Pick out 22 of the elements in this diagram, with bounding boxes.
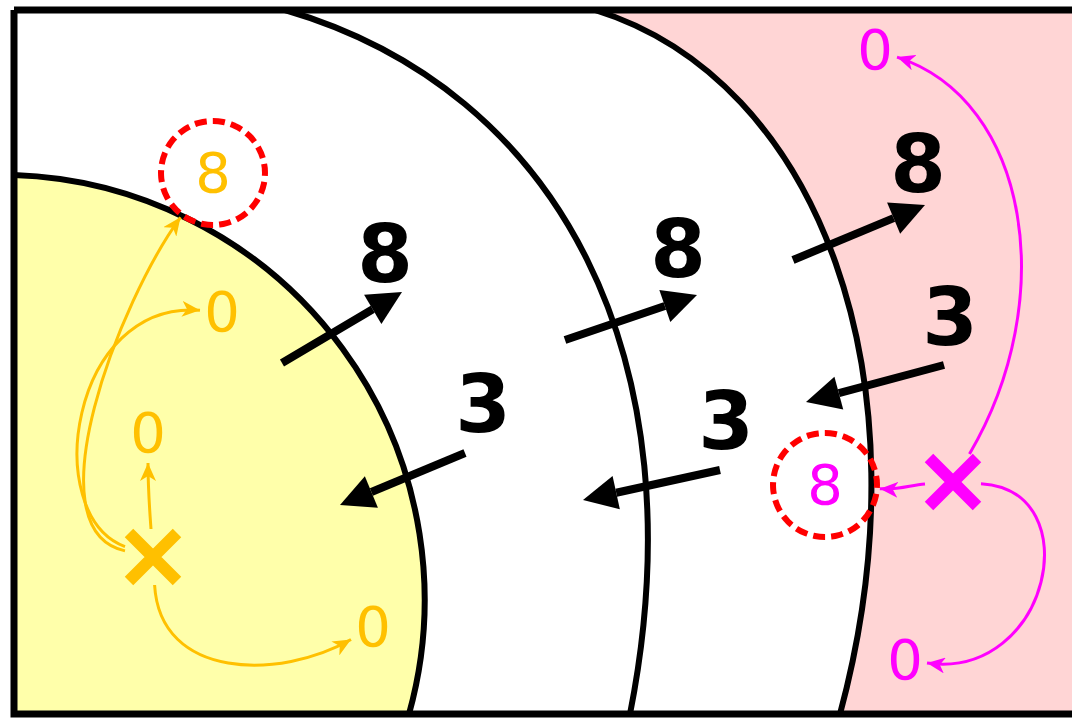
curved-arrow [927,482,1046,672]
curved-arrow [896,55,1023,455]
cross-mark [125,529,181,585]
curved-arrow [76,303,201,548]
cross-mark [925,454,981,510]
curved-arrow [140,463,157,530]
number-label: 0 [853,20,897,80]
number-label: 0 [351,597,395,657]
number-label: 3 [922,278,978,358]
number-label: 8 [890,125,946,205]
circled-number: 8 [770,430,880,540]
circled-number: 8 [158,118,268,228]
number-label: 8 [650,210,706,290]
number-label: 8 [357,215,413,295]
number-label: 3 [455,365,511,445]
number-label: 0 [200,282,244,342]
curved-arrow [879,481,926,498]
number-label: 0 [126,403,170,463]
number-label: 0 [883,630,927,690]
curved-arrow [153,584,352,667]
curved-arrow [82,216,182,553]
number-label: 3 [698,382,754,462]
